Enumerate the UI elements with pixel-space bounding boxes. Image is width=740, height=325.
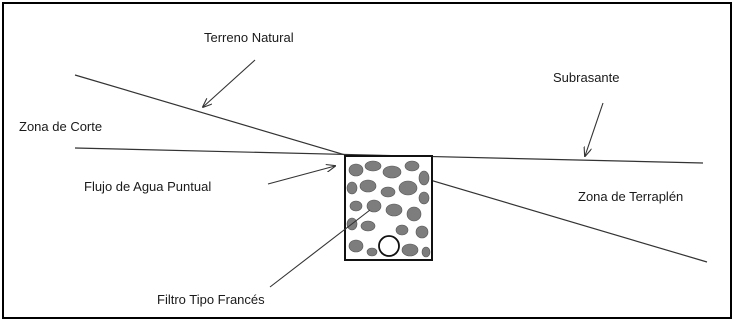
- label-zona-terraplen: Zona de Terraplén: [578, 189, 683, 204]
- gravel-stones: [346, 160, 431, 258]
- drain-pipe: [378, 235, 400, 257]
- label-filtro-frances: Filtro Tipo Francés: [157, 292, 265, 307]
- filtro-frances-pointer: [269, 209, 371, 288]
- subrasante-arrow: [585, 102, 604, 156]
- terreno-natural-arrow: [203, 59, 256, 107]
- label-terreno-natural: Terreno Natural: [204, 30, 294, 45]
- flujo-agua-arrow: [267, 166, 335, 185]
- french-drain-filter: [344, 155, 433, 261]
- label-flujo-agua: Flujo de Agua Puntual: [84, 179, 211, 194]
- label-subrasante: Subrasante: [553, 70, 620, 85]
- label-zona-corte: Zona de Corte: [19, 119, 102, 134]
